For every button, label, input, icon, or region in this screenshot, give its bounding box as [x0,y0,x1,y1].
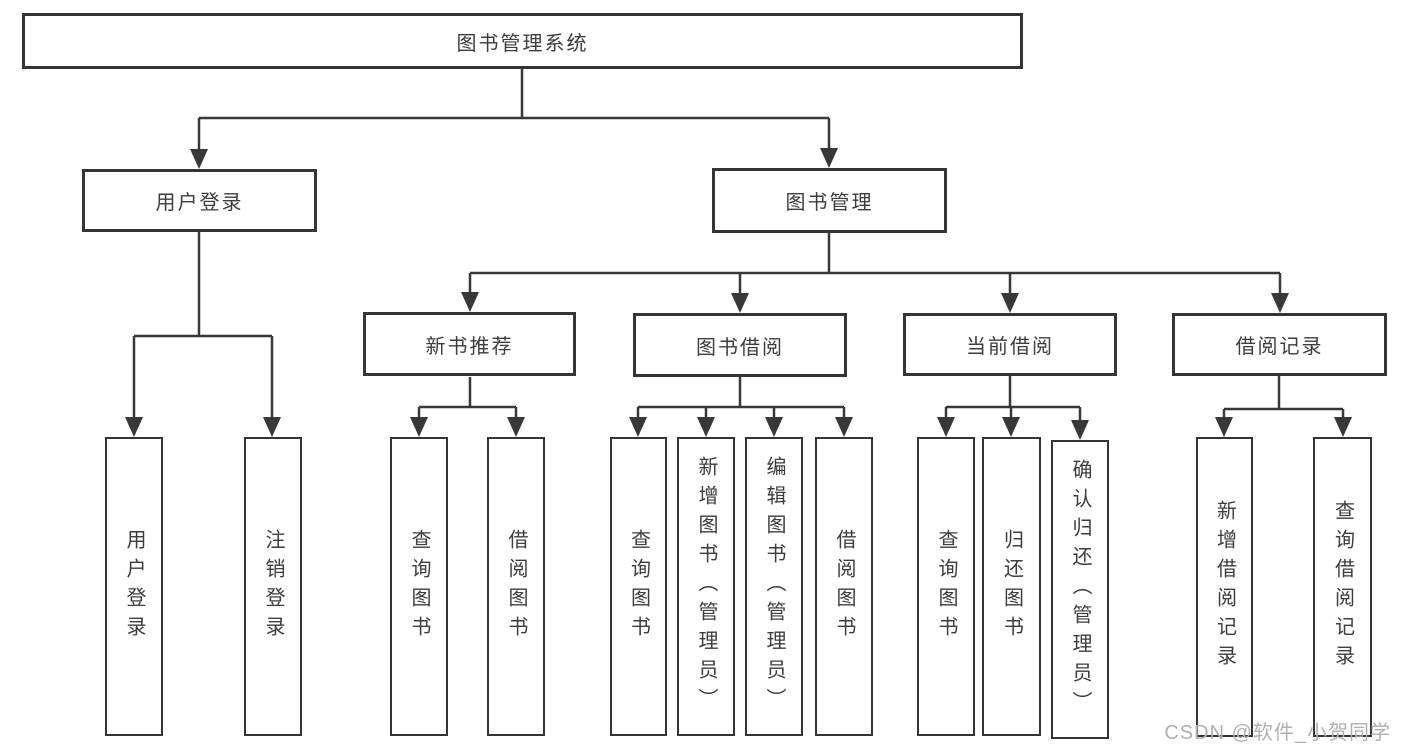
leaf-query-books-current-label: 查询图书 [935,528,957,645]
leaf-query-books-recommend-label: 查询图书 [408,528,430,645]
arrowheads-new-book-branch [410,417,525,437]
node-user-login: 用户登录 [82,169,317,232]
leaf-query-borrow-record-label: 查询借阅记录 [1331,500,1354,674]
leaf-edit-book-admin-label: 编辑图书（管理员） [763,456,785,717]
arrowheads-root-to-level2 [190,148,838,169]
csdn-watermark: CSDN @软件_小贺同学 [1164,722,1391,744]
leaf-borrow-books-recommend: 借阅图书 [487,437,545,736]
leaf-borrow-books-recommend-label: 借阅图书 [505,528,527,645]
leaf-logout: 注销登录 [244,437,302,736]
leaf-confirm-return-admin-label: 确认归还（管理员） [1069,459,1091,720]
connector-new-book-branch [417,377,518,419]
leaf-query-books-current: 查询图书 [917,437,975,736]
node-new-book-recommend: 新书推荐 [363,312,576,376]
node-book-borrow: 图书借阅 [633,313,847,377]
connector-current-borrow-branch [944,376,1082,421]
node-new-book-recommend-label: 新书推荐 [425,335,514,358]
leaf-query-books-recommend: 查询图书 [390,437,448,736]
connector-root-to-level2 [197,69,831,151]
connector-borrow-records-branch [1222,376,1345,419]
leaf-add-borrow-record-label: 新增借阅记录 [1213,500,1236,674]
connector-book-management-branch [468,233,1282,295]
node-borrow-records: 借阅记录 [1172,313,1387,376]
arrowheads-book-borrow-branch [629,417,853,437]
node-borrow-records-label: 借阅记录 [1235,336,1324,358]
leaf-confirm-return-admin: 确认归还（管理员） [1051,440,1109,739]
connector-book-borrow-branch [636,377,846,419]
leaf-query-books-borrow-label: 查询图书 [627,528,650,645]
leaf-add-borrow-record: 新增借阅记录 [1196,437,1253,737]
arrowheads-user-login-branch [125,417,281,437]
arrowheads-borrow-records-branch [1215,417,1352,437]
node-book-management-label: 图书管理 [785,192,874,214]
leaf-query-books-borrow: 查询图书 [610,437,667,736]
leaf-add-book-admin: 新增图书（管理员） [677,437,735,736]
leaf-logout-label: 注销登录 [262,528,284,645]
leaf-return-book: 归还图书 [982,437,1041,736]
leaf-user-login-label: 用户登录 [123,528,145,645]
node-current-borrow-label: 当前借阅 [966,336,1054,358]
leaf-borrow-books-label: 借阅图书 [833,528,855,645]
leaf-user-login: 用户登录 [105,437,163,736]
leaf-query-borrow-record: 查询借阅记录 [1313,437,1372,737]
leaf-add-book-admin-label: 新增图书（管理员） [695,456,717,717]
arrowheads-book-management-branch [461,292,1289,313]
node-user-login-label: 用户登录 [155,192,244,214]
node-book-management: 图书管理 [712,168,947,233]
node-root: 图书管理系统 [22,13,1023,69]
node-current-borrow: 当前借阅 [903,313,1117,376]
leaf-borrow-books: 借阅图书 [815,437,873,736]
leaf-edit-book-admin: 编辑图书（管理员） [745,437,803,736]
node-book-borrow-label: 图书借阅 [696,336,784,359]
node-root-label: 图书管理系统 [456,32,589,55]
leaf-return-book-label: 归还图书 [1000,528,1023,645]
connector-user-login-branch [132,232,274,419]
arrowheads-current-borrow-branch [937,417,1089,440]
